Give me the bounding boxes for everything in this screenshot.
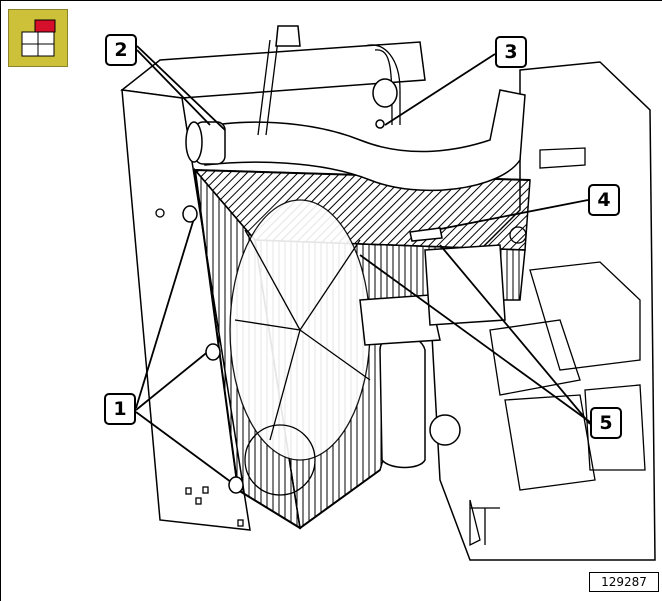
callout-2: 2: [105, 34, 137, 66]
callout-3: 3: [495, 36, 527, 68]
expansion-canister: [359, 244, 506, 469]
overflow-tube: [257, 25, 401, 136]
upper-radiator-hose: [185, 89, 526, 192]
callout-1: 1: [104, 393, 136, 425]
fixing-clips: [182, 119, 443, 494]
figure-reference-number: 129287: [589, 572, 659, 592]
frame-left-rule: [0, 0, 1, 601]
radiator-back-frame: [120, 41, 426, 531]
callout-4: 4: [588, 184, 620, 216]
frame-top-rule: [0, 0, 662, 1]
callout-leaders: [135, 45, 591, 486]
callout-5: 5: [590, 407, 622, 439]
document-layout-icon: [8, 9, 68, 67]
